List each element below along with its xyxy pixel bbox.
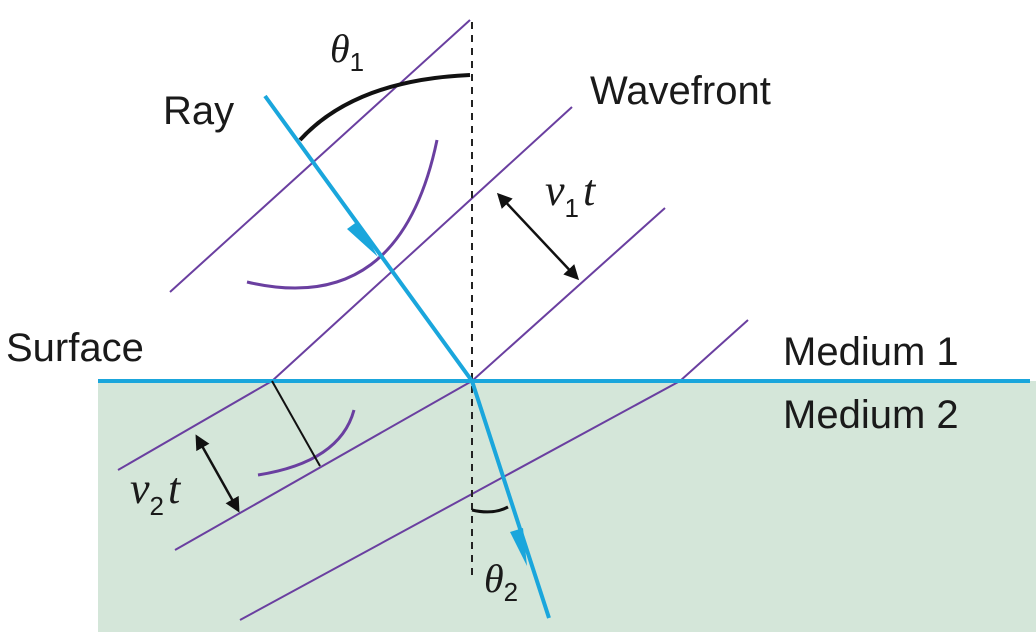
medium2-label: Medium 2 bbox=[783, 393, 959, 437]
refracted-ray-arrowhead bbox=[510, 528, 527, 566]
v2t-label: v2t bbox=[130, 464, 182, 521]
wavefronts-medium1 bbox=[169, 19, 666, 382]
wavefront-line bbox=[471, 207, 666, 382]
wavefront-line bbox=[169, 19, 471, 293]
incident-ray bbox=[263, 94, 474, 383]
wavefront-label: Wavefront bbox=[590, 69, 771, 113]
theta2-angle-arc bbox=[471, 505, 509, 514]
v1t-subscript: 1 bbox=[565, 193, 579, 223]
theta1-label: θ1 bbox=[330, 26, 364, 77]
v2t-perpendicular bbox=[271, 380, 321, 467]
v2t-v: v bbox=[130, 464, 150, 513]
wavefront-line bbox=[271, 106, 573, 382]
medium1-label: Medium 1 bbox=[783, 330, 959, 374]
ray-label: Ray bbox=[163, 89, 234, 133]
wavefront-line bbox=[239, 380, 681, 621]
wavefront-line bbox=[679, 319, 749, 382]
wavelet-arc-medium1 bbox=[246, 139, 439, 290]
theta2-label: θ2 bbox=[484, 556, 518, 607]
theta1-angle-arc bbox=[298, 73, 471, 142]
v2t-subscript: 2 bbox=[150, 491, 164, 521]
surface-label: Surface bbox=[6, 326, 144, 370]
v2t-double-arrow bbox=[195, 434, 240, 513]
v1t-label: v1t bbox=[545, 166, 597, 223]
wavefronts-medium2 bbox=[117, 319, 749, 621]
theta2-subscript: 2 bbox=[504, 577, 518, 607]
theta1-subscript: 1 bbox=[350, 47, 364, 77]
v1t-v: v bbox=[545, 166, 565, 215]
incident-ray-arrowhead bbox=[347, 221, 378, 257]
refracted-ray bbox=[470, 380, 551, 619]
wavefront-line bbox=[174, 380, 473, 551]
medium2-region bbox=[98, 381, 1036, 632]
wavefront-line bbox=[117, 380, 273, 471]
v2t-t: t bbox=[168, 464, 182, 513]
v1t-t: t bbox=[583, 166, 597, 215]
wavelet-arc-medium2 bbox=[257, 409, 356, 477]
theta1-symbol: θ bbox=[330, 26, 350, 71]
v1t-double-arrow bbox=[496, 192, 580, 281]
theta2-symbol: θ bbox=[484, 556, 504, 601]
